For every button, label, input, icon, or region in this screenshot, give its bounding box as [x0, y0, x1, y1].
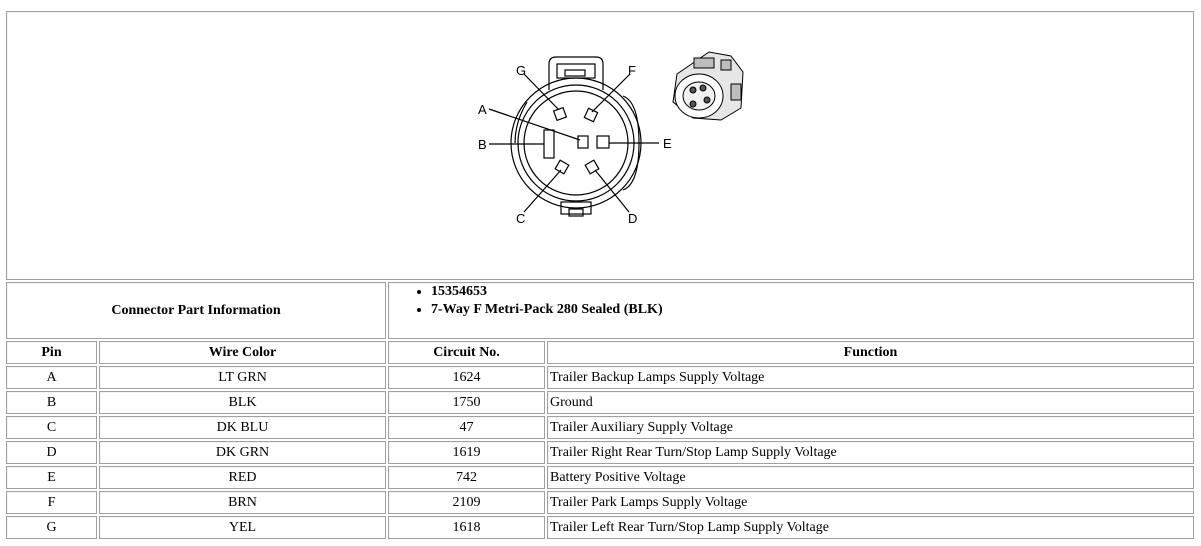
cell-function: Trailer Backup Lamps Supply Voltage: [547, 366, 1194, 389]
cell-function: Battery Positive Voltage: [547, 466, 1194, 489]
part-number: 15354653: [431, 283, 1191, 301]
cell-wire-color: DK BLU: [99, 416, 386, 439]
part-info-list: 15354653 7-Way F Metri-Pack 280 Sealed (…: [391, 283, 1191, 319]
connector-3d-thumbnail: [672, 51, 744, 121]
connector-face-view: [488, 56, 659, 217]
pin-label-g: G: [516, 63, 526, 78]
cell-pin: E: [6, 466, 97, 489]
cell-wire-color: DK GRN: [99, 441, 386, 464]
table-row: G YEL 1618 Trailer Left Rear Turn/Stop L…: [6, 516, 1194, 539]
cell-circuit: 1624: [388, 366, 545, 389]
cell-pin: D: [6, 441, 97, 464]
connector-diagram: G F A B E C D: [478, 51, 744, 226]
pin-label-b: B: [478, 137, 487, 152]
cell-pin: F: [6, 491, 97, 514]
cell-function: Trailer Park Lamps Supply Voltage: [547, 491, 1194, 514]
cell-pin: C: [6, 416, 97, 439]
cell-wire-color: RED: [99, 466, 386, 489]
header-circuit-no: Circuit No.: [388, 341, 545, 364]
cell-wire-color: BRN: [99, 491, 386, 514]
table-row: D DK GRN 1619 Trailer Right Rear Turn/St…: [6, 441, 1194, 464]
part-description: 7-Way F Metri-Pack 280 Sealed (BLK): [431, 301, 1191, 319]
cell-wire-color: LT GRN: [99, 366, 386, 389]
cell-pin: A: [6, 366, 97, 389]
pin-label-d: D: [628, 211, 637, 226]
header-function: Function: [547, 341, 1194, 364]
cell-circuit: 1618: [388, 516, 545, 539]
diagram-cell: G F A B E C D: [6, 11, 1194, 280]
pin-label-c: C: [516, 211, 525, 226]
pin-label-e: E: [663, 136, 672, 151]
table-header-row: Pin Wire Color Circuit No. Function: [6, 341, 1194, 364]
cell-function: Ground: [547, 391, 1194, 414]
cell-wire-color: BLK: [99, 391, 386, 414]
part-info-label: Connector Part Information: [6, 282, 386, 339]
pin-labels: G F A B E C D: [478, 63, 672, 226]
table-row: C DK BLU 47 Trailer Auxiliary Supply Vol…: [6, 416, 1194, 439]
cell-circuit: 2109: [388, 491, 545, 514]
cell-function: Trailer Left Rear Turn/Stop Lamp Supply …: [547, 516, 1194, 539]
connector-table: G F A B E C D: [4, 9, 1196, 541]
pin-label-f: F: [628, 63, 636, 78]
cell-function: Trailer Auxiliary Supply Voltage: [547, 416, 1194, 439]
cell-circuit: 1750: [388, 391, 545, 414]
cell-circuit: 47: [388, 416, 545, 439]
cell-function: Trailer Right Rear Turn/Stop Lamp Supply…: [547, 441, 1194, 464]
header-wire-color: Wire Color: [99, 341, 386, 364]
cell-pin: G: [6, 516, 97, 539]
part-info-list-cell: 15354653 7-Way F Metri-Pack 280 Sealed (…: [388, 282, 1194, 339]
cell-circuit: 1619: [388, 441, 545, 464]
header-pin: Pin: [6, 341, 97, 364]
table-row: A LT GRN 1624 Trailer Backup Lamps Suppl…: [6, 366, 1194, 389]
table-row: F BRN 2109 Trailer Park Lamps Supply Vol…: [6, 491, 1194, 514]
table-row: E RED 742 Battery Positive Voltage: [6, 466, 1194, 489]
cell-pin: B: [6, 391, 97, 414]
table-row: B BLK 1750 Ground: [6, 391, 1194, 414]
cell-wire-color: YEL: [99, 516, 386, 539]
pin-label-a: A: [478, 102, 487, 117]
cell-circuit: 742: [388, 466, 545, 489]
